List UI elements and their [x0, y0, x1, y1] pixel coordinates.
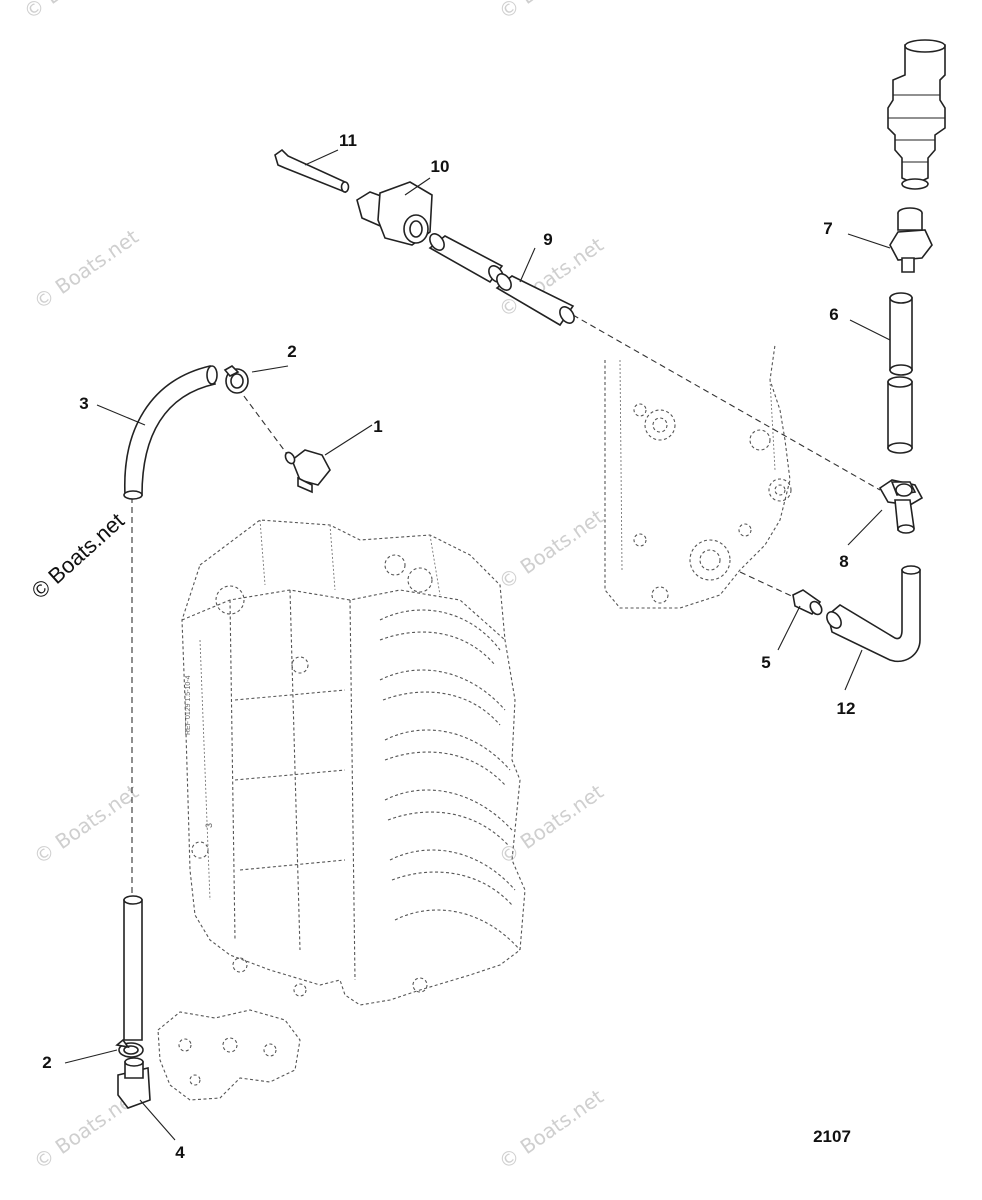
part-6-hose-upper[interactable] [889, 292, 913, 376]
callout-1: 1 [373, 417, 382, 436]
leader-lines [64, 149, 891, 1141]
watermark: © Boats.net [29, 224, 143, 314]
part-10-fitting[interactable] [356, 181, 433, 246]
watermark-main: © Boats.net [27, 508, 129, 604]
gasket-plate-ghost [157, 1009, 301, 1101]
part-6-hose-lower[interactable] [887, 376, 913, 454]
watermark: © Boats.net [494, 779, 608, 869]
block-stamp: REF 0129 1.5-10-4 [185, 675, 192, 735]
callout-10: 10 [431, 157, 450, 176]
callout-8: 8 [839, 552, 848, 571]
watermark: © Boats.net [29, 779, 143, 869]
cylinder-block-ghost: REF 0129 1.5-10-4 3 [181, 519, 526, 1006]
adapter-plate-ghost [604, 344, 792, 609]
callout-labels: 1 2 3 11 10 9 7 6 8 5 12 2 4 [42, 131, 855, 1162]
outlet-fitting-assembly[interactable] [887, 39, 946, 190]
callout-5: 5 [761, 653, 770, 672]
watermark: © Boats.net [494, 1084, 608, 1174]
part-8-tee-fitting[interactable] [878, 479, 924, 534]
callout-4: 4 [175, 1143, 185, 1162]
callout-9: 9 [543, 230, 552, 249]
part-1-elbow[interactable] [284, 449, 331, 494]
routing-line [739, 571, 801, 601]
part-9-hose-lower[interactable] [494, 271, 577, 327]
part-5-nipple[interactable] [792, 589, 824, 617]
callout-2-upper: 2 [287, 342, 296, 361]
routing-line [572, 314, 881, 491]
part-2-clamp-lower[interactable] [115, 1038, 144, 1058]
block-cylinder-number: 3 [204, 823, 214, 828]
callout-7: 7 [823, 219, 832, 238]
watermark: © Boats.net [494, 504, 608, 594]
part-3-hose-lower[interactable] [123, 895, 143, 1041]
callout-3: 3 [79, 394, 88, 413]
part-11-pin[interactable] [274, 148, 350, 194]
routing-line [231, 379, 291, 459]
part-7-fitting[interactable] [889, 207, 933, 273]
part-4-elbow[interactable] [117, 1057, 151, 1109]
part-3-curved-hose[interactable] [123, 365, 218, 500]
callout-6: 6 [829, 305, 838, 324]
callout-12: 12 [837, 699, 856, 718]
part-12-formed-hose[interactable] [824, 565, 921, 662]
callout-11: 11 [339, 131, 357, 150]
watermark: © Boats.net [19, 0, 133, 24]
part-9-hose-upper[interactable] [427, 231, 506, 285]
callout-2-lower: 2 [42, 1053, 51, 1072]
watermark: © Boats.net [494, 0, 608, 24]
part-2-clamp-upper[interactable] [223, 365, 249, 394]
figure-number: 2107 [813, 1127, 851, 1146]
